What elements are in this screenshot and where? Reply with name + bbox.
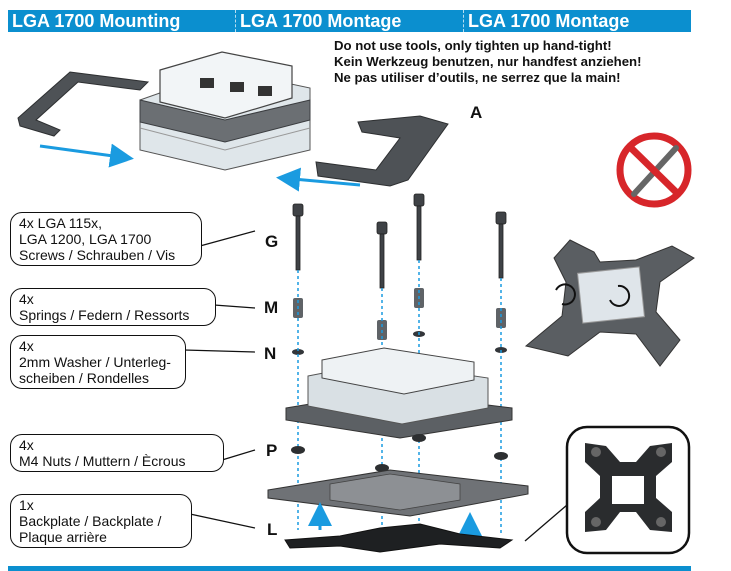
push-arrow-right-icon — [276, 167, 361, 192]
callout-screws-line3: Screws / Schrauben / Vis — [19, 247, 176, 263]
callout-nuts: 4x M4 Nuts / Muttern / Ècrous — [10, 434, 224, 472]
callout-springs-line1: 4x — [19, 291, 34, 307]
callout-washers-line3: scheiben / Rondelles — [19, 370, 149, 386]
callout-backplate: 1x Backplate / Backplate / Plaque arrièr… — [10, 494, 192, 548]
label-n: N — [264, 344, 277, 363]
callout-screws-line2: LGA 1200, LGA 1700 — [19, 231, 152, 247]
bracket-right — [315, 115, 449, 187]
warning-de: Kein Werkzeug benutzen, nur handfest anz… — [334, 54, 642, 69]
push-arrow-left-icon — [39, 143, 134, 168]
bottom-bar — [8, 566, 691, 571]
callout-washers-line2: 2mm Washer / Unterleg- — [19, 354, 171, 370]
callout-nuts-line2: M4 Nuts / Muttern / Ècrous — [19, 453, 186, 469]
callout-nuts-line1: 4x — [19, 437, 34, 453]
leader-lines — [183, 230, 256, 529]
rotate-arrow-icon — [609, 284, 631, 307]
motherboard — [267, 469, 529, 517]
nuts — [291, 434, 508, 472]
backplate — [284, 523, 514, 553]
header-title-de: LGA 1700 Montage — [236, 10, 464, 32]
bracket-left — [17, 71, 150, 137]
screws — [292, 193, 507, 289]
label-p: P — [266, 441, 278, 460]
label-m: M — [264, 298, 279, 317]
backplate-detail — [524, 425, 691, 555]
waterblock-top — [139, 51, 311, 171]
header-title-en: LGA 1700 Mounting — [8, 10, 236, 32]
label-l: L — [267, 520, 278, 539]
callout-screws: 4x LGA 115x, LGA 1200, LGA 1700 Screws /… — [10, 212, 202, 266]
bracket-rotate — [524, 239, 695, 367]
callout-washers: 4x 2mm Washer / Unterleg- scheiben / Ron… — [10, 335, 186, 389]
callout-springs-line2: Springs / Federn / Ressorts — [19, 307, 190, 323]
waterblock-middle — [285, 347, 513, 439]
callout-springs: 4x Springs / Federn / Ressorts — [10, 288, 216, 326]
springs — [293, 288, 506, 340]
callout-backplate-line1: 1x — [19, 497, 34, 513]
label-g: G — [265, 232, 279, 251]
no-tools-sign-icon — [616, 132, 692, 208]
callout-washers-line1: 4x — [19, 338, 34, 354]
header-title-fr: LGA 1700 Montage — [468, 11, 630, 31]
callout-backplate-line2: Backplate / Backplate / — [19, 513, 162, 529]
label-a: A — [470, 103, 483, 122]
warning-text: Do not use tools, only tighten up hand-t… — [334, 38, 694, 86]
warning-en: Do not use tools, only tighten up hand-t… — [334, 38, 612, 53]
callout-backplate-line3: Plaque arrière — [19, 529, 107, 545]
callout-screws-line1: 4x LGA 115x, — [19, 215, 103, 231]
warning-fr: Ne pas utiliser d’outils, ne serrez que … — [334, 70, 621, 85]
header-bar: LGA 1700 Mounting LGA 1700 Montage LGA 1… — [8, 10, 691, 32]
rotate-arrow-icon — [555, 283, 576, 306]
